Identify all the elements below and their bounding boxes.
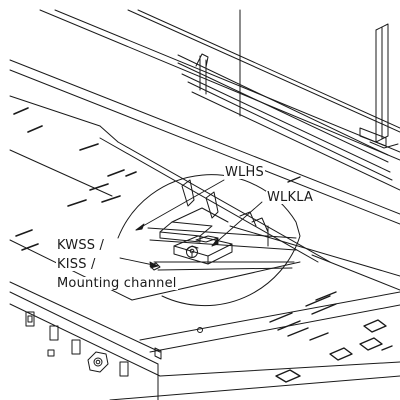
left-tray-slots [13,107,137,251]
hex-nut [87,351,109,373]
wlkla-leader [211,201,263,247]
kwss-arrowhead [149,261,159,269]
label-wlkla: WLKLA [266,190,315,205]
label-wlhs: WLHS [224,165,265,180]
label-kwss: KWSS / [56,238,106,253]
wlkla-arrowhead [211,237,219,247]
wlhs-leader [135,179,225,231]
right-tray-slots [269,176,393,383]
front-face-windows [25,311,129,377]
wlhs-arrowhead [135,223,145,231]
detail-circle [117,174,301,307]
upper-tray [9,9,400,225]
clamp-assembly [147,179,297,271]
label-mounting-channel: Mounting channel [56,276,178,291]
label-kiss: KISS / [56,257,97,272]
leader-lines [119,179,263,269]
